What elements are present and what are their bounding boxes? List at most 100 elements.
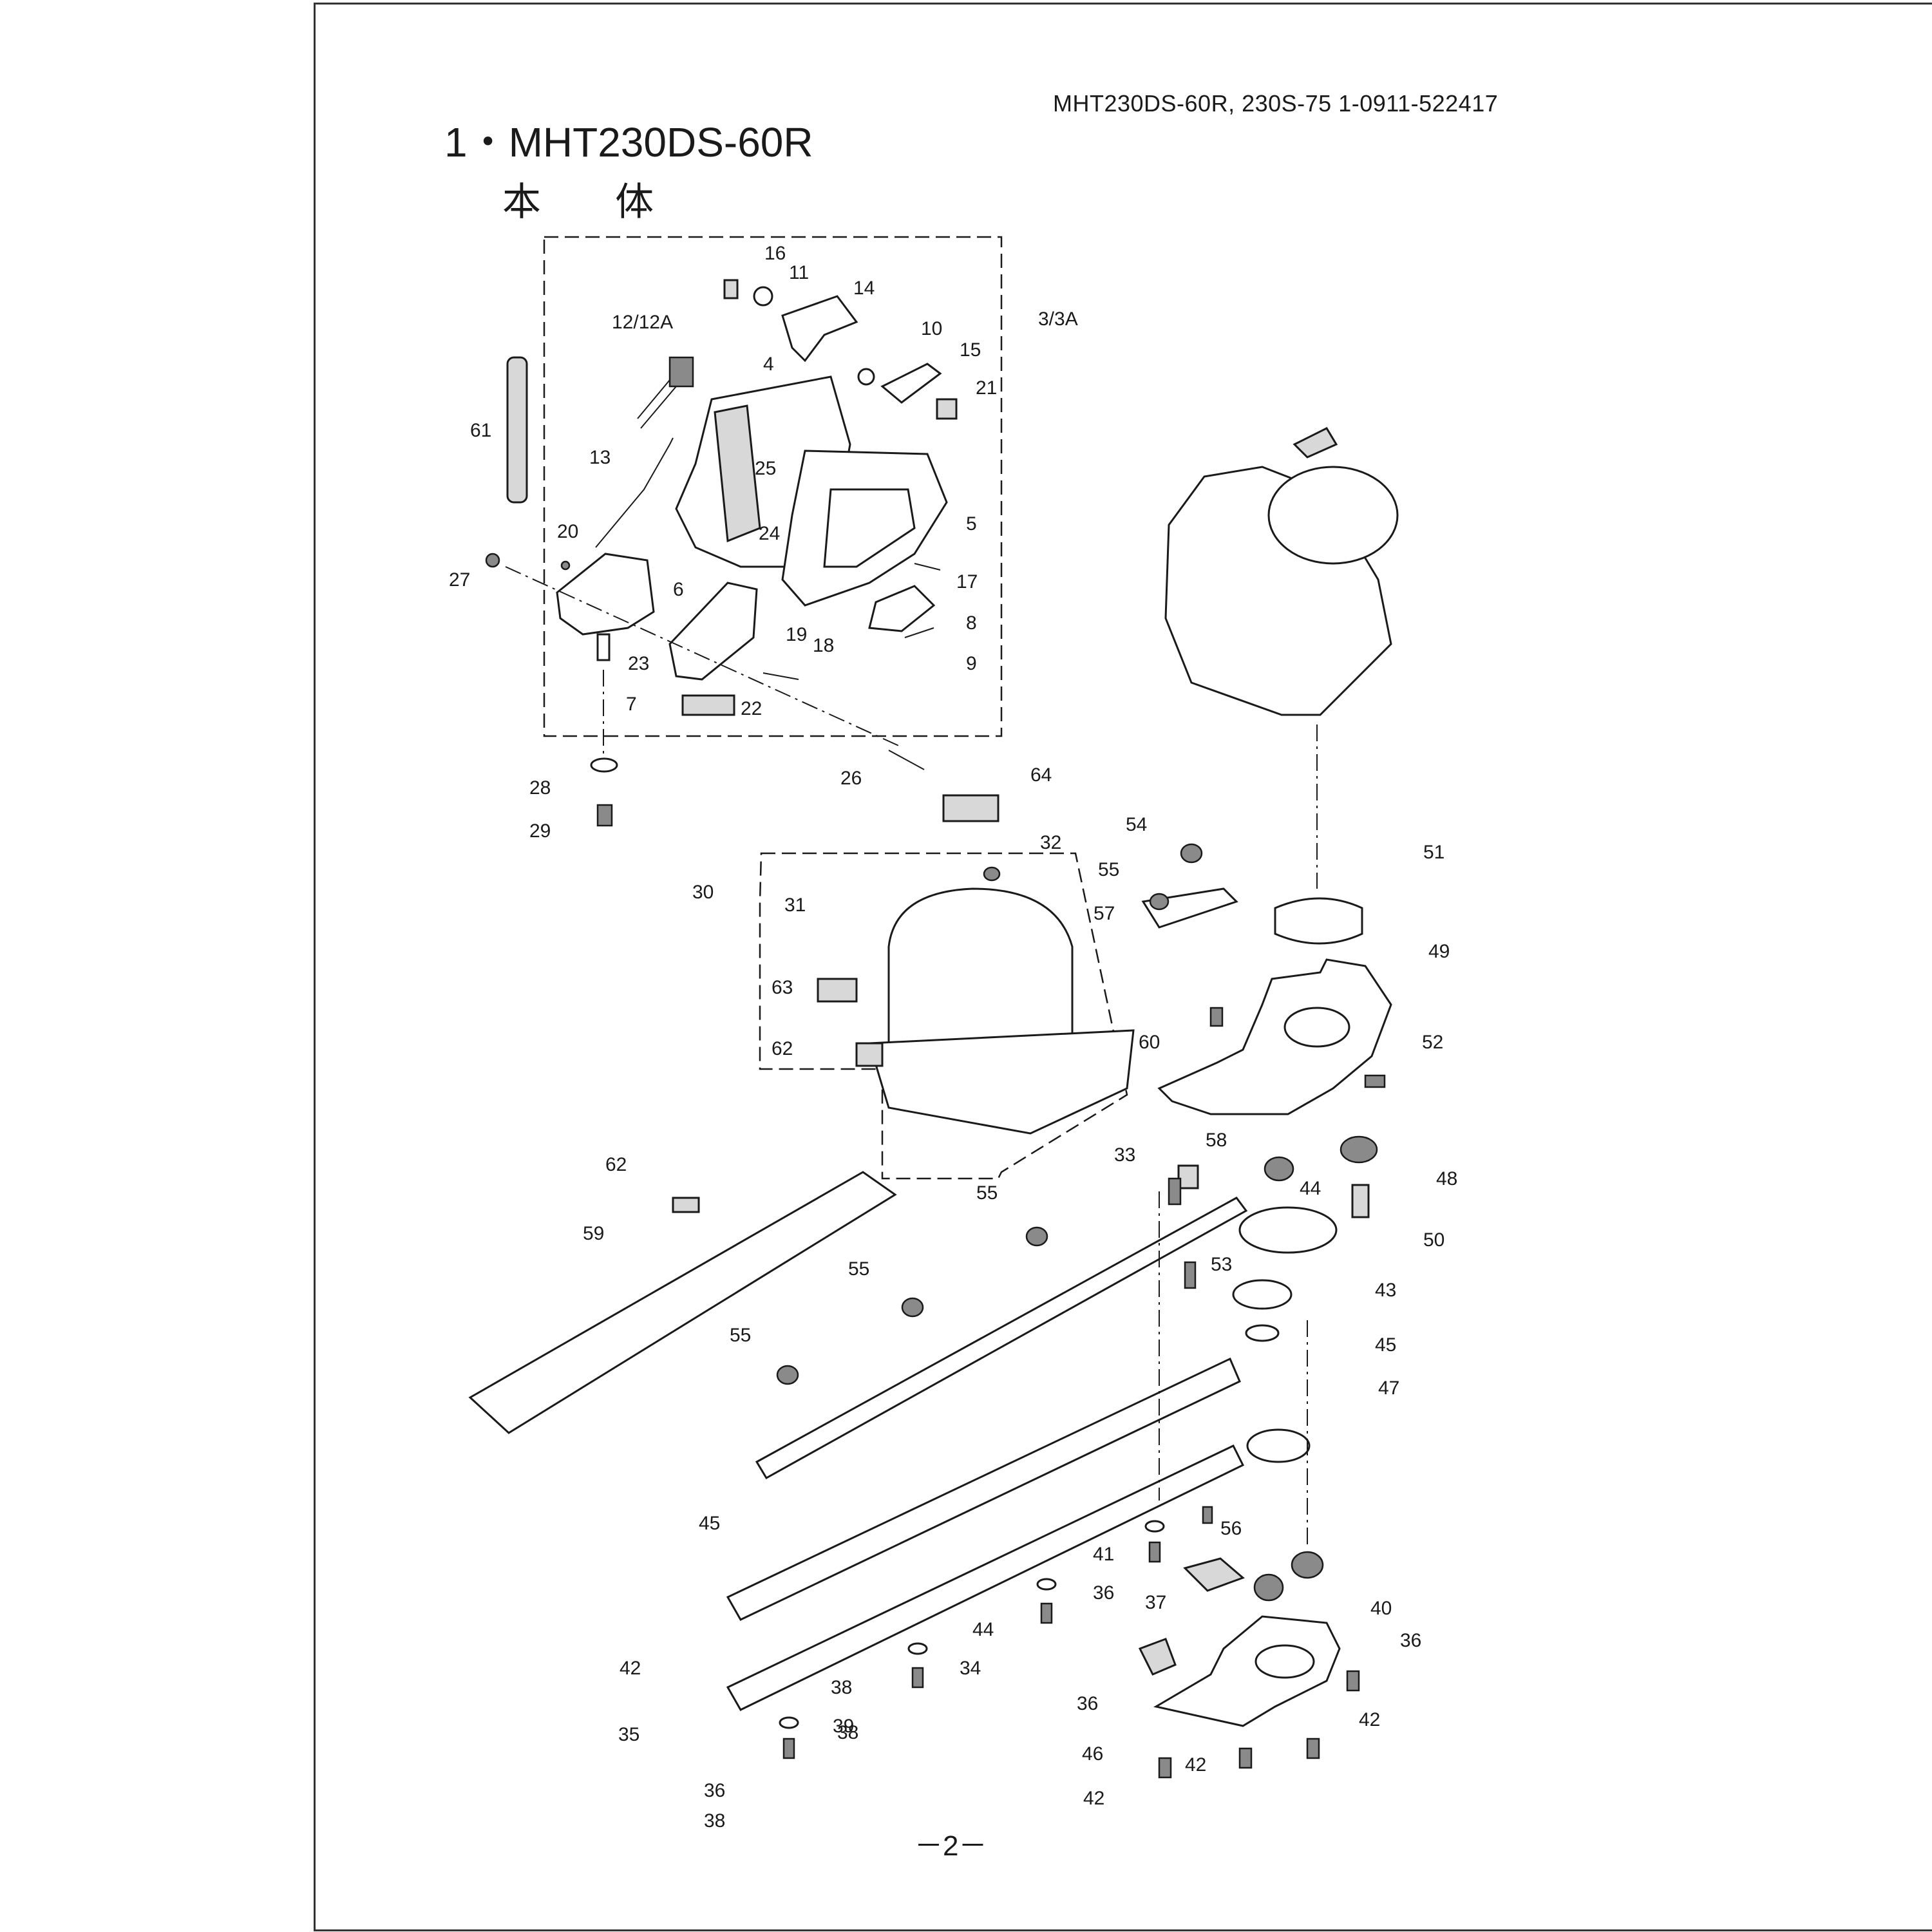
callout-55-47: 55 <box>976 1182 998 1204</box>
part-42-bolt-d <box>1158 1757 1172 1779</box>
part-44-bearing-mid <box>1253 1573 1284 1602</box>
callout-64-28: 64 <box>1030 764 1052 786</box>
part-6-bracket <box>556 553 655 636</box>
part-56-blade-bar <box>755 1197 1248 1480</box>
part-44-bearing-lower <box>1291 1551 1324 1579</box>
part-21-label <box>936 398 958 420</box>
callout-31-34: 31 <box>784 895 806 916</box>
part-48-bearing <box>1340 1135 1378 1164</box>
part-59-blade-cover <box>468 1171 897 1434</box>
part-13-cable <box>595 437 674 548</box>
callout-39-67: 39 <box>833 1716 854 1737</box>
callout-49-36: 49 <box>1428 941 1450 962</box>
callout-55-53: 55 <box>730 1325 751 1346</box>
callout-43-50: 43 <box>1375 1280 1396 1301</box>
callout-51-31: 51 <box>1423 842 1444 863</box>
callout-54-29: 54 <box>1126 814 1147 835</box>
callout-45-55: 45 <box>699 1513 720 1534</box>
switch-wires <box>637 379 677 429</box>
callout-58-43: 58 <box>1206 1130 1227 1151</box>
callout-52-39: 52 <box>1422 1032 1443 1053</box>
part-50-pinion <box>1351 1184 1370 1218</box>
part-15-lever <box>880 363 942 404</box>
callout-41-57: 41 <box>1093 1544 1114 1565</box>
part-38-bolt-a <box>1040 1602 1053 1624</box>
callout-60-38: 60 <box>1139 1032 1160 1053</box>
callout-42-71: 42 <box>1359 1709 1380 1730</box>
part-36-washer-a <box>1144 1520 1165 1533</box>
callout-57-35: 57 <box>1094 903 1115 924</box>
part-10-spring <box>857 368 875 386</box>
callout-36-66: 36 <box>1077 1693 1098 1714</box>
callout-40-60: 40 <box>1370 1598 1392 1619</box>
callout-9-22: 9 <box>966 653 977 674</box>
part-49-gear-case <box>1157 958 1392 1115</box>
part-11-spring <box>753 286 773 307</box>
callout-17-15: 17 <box>956 571 978 592</box>
part-43-gear <box>1238 1206 1338 1254</box>
callout-7-23: 7 <box>626 694 637 715</box>
callout-30-33: 30 <box>692 882 714 903</box>
callout-38-74: 38 <box>704 1810 725 1832</box>
callout-15-6: 15 <box>960 339 981 361</box>
callout-33-42: 33 <box>1114 1144 1135 1166</box>
part-7-plate <box>668 582 758 681</box>
part-45-connecting-rod-upper <box>1232 1279 1293 1310</box>
part-62-label-cover <box>672 1197 700 1213</box>
callout-6-17: 6 <box>673 579 684 600</box>
part-9-spring <box>904 627 934 638</box>
part-31-loop-handle <box>887 887 1074 1063</box>
part-46-gear-cover <box>1153 1615 1341 1727</box>
part-37-bolt <box>1148 1541 1161 1563</box>
part-47-circlip <box>1245 1324 1280 1342</box>
callout-44-61: 44 <box>972 1619 994 1640</box>
part-62-label <box>855 1042 884 1067</box>
part-64-label <box>942 794 999 822</box>
part-22-label <box>681 694 735 716</box>
engine-starter-handle <box>1293 427 1338 459</box>
callout-56-56: 56 <box>1220 1518 1242 1539</box>
callout-36-72: 36 <box>704 1780 725 1801</box>
callout-50-48: 50 <box>1423 1229 1444 1251</box>
callout-36-58: 36 <box>1093 1582 1114 1604</box>
part-51-clutch-drum <box>1274 897 1363 945</box>
callout-32-30: 32 <box>1040 832 1061 853</box>
part-grip-spring <box>506 356 528 504</box>
callout-38-69: 38 <box>837 1722 858 1743</box>
part-33-bolt <box>1168 1177 1182 1206</box>
callout-62-40: 62 <box>772 1038 793 1059</box>
part-55-nut-a <box>1025 1226 1048 1247</box>
part-45-connecting-rod-lower <box>1246 1428 1311 1463</box>
part-28-washer <box>590 757 618 773</box>
callout-61-9: 61 <box>470 420 491 441</box>
part-63-label <box>817 978 858 1003</box>
callout-22-24: 22 <box>741 698 762 719</box>
callout-23-19: 23 <box>628 653 649 674</box>
callout-37-59: 37 <box>1145 1592 1166 1613</box>
part-53-bolt <box>1184 1261 1197 1289</box>
page-title: 1・MHT230DS-60R <box>444 119 813 166</box>
callout-63-37: 63 <box>772 977 793 998</box>
gear-cover-bore <box>1255 1644 1315 1679</box>
part-32-nut <box>983 866 1001 882</box>
part-36-washer-c <box>907 1642 928 1655</box>
callout-53-49: 53 <box>1211 1254 1232 1275</box>
gear-case-bore <box>1283 1007 1350 1048</box>
callout-8-18: 8 <box>966 612 977 634</box>
part-36-washer-d <box>779 1716 799 1729</box>
callout-18-21: 18 <box>813 635 834 656</box>
part-18-screw <box>762 672 799 680</box>
callout-5-12: 5 <box>966 513 977 535</box>
part-44-bearing-upper <box>1264 1156 1294 1182</box>
part-42-bolt-a <box>1346 1670 1360 1692</box>
part-41-screw <box>1202 1506 1213 1524</box>
part-58-bracket <box>1177 1164 1199 1189</box>
callout-38-65: 38 <box>831 1677 852 1698</box>
part-23-collar <box>596 633 611 661</box>
callout-45-52: 45 <box>1375 1334 1396 1356</box>
callout-12-12A-3: 12/12A <box>612 312 673 333</box>
part-17-screw <box>914 563 941 571</box>
callout-24-14: 24 <box>759 523 780 544</box>
callout-11-1: 11 <box>789 262 809 283</box>
